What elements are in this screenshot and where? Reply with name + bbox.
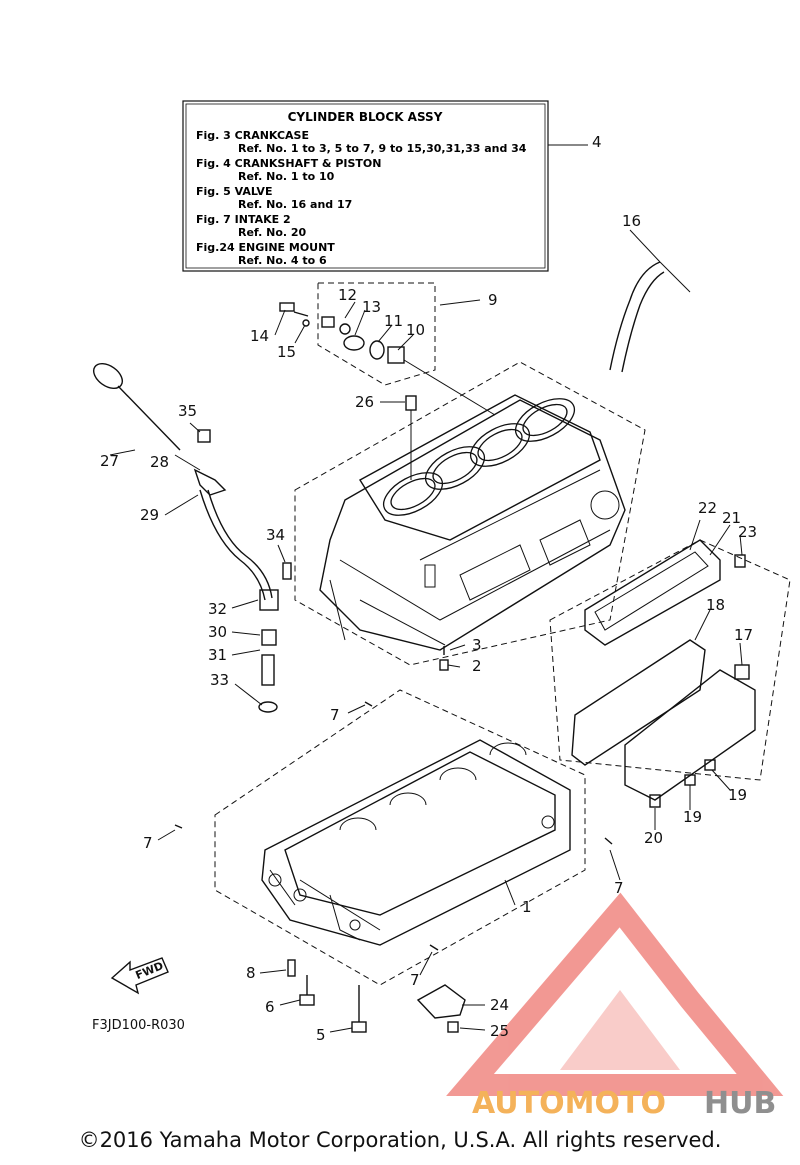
info-box-line: Fig.24 ENGINE MOUNT <box>196 241 335 254</box>
hose <box>405 261 665 480</box>
callout-18: 18 <box>706 596 725 614</box>
callout-27: 27 <box>100 452 119 470</box>
intake-cover <box>571 539 756 808</box>
figure-code: F3JD100-R030 <box>92 1018 185 1033</box>
callout-9: 9 <box>488 291 498 309</box>
info-box-line: Ref. No. 1 to 10 <box>238 170 335 183</box>
info-box-line: Fig. 3 CRANKCASE <box>196 129 309 142</box>
cylinder-block <box>319 394 626 651</box>
callout-7: 7 <box>143 834 153 852</box>
leader-lines <box>109 229 743 1033</box>
callout-28: 28 <box>150 453 169 471</box>
callout-33: 33 <box>210 671 229 689</box>
dipstick <box>92 362 292 713</box>
fwd-arrow-icon: FWD <box>110 957 169 995</box>
callout-12: 12 <box>338 286 357 304</box>
watermark-text-part2: HUB <box>704 1086 776 1121</box>
watermark-logo <box>446 892 784 1096</box>
callout-31: 31 <box>208 646 227 664</box>
watermark-text: AUTOMOTO HUB <box>472 1086 776 1121</box>
callout-16: 16 <box>622 212 641 230</box>
callout-6: 6 <box>265 998 275 1016</box>
callout-13: 13 <box>362 298 381 316</box>
callout-32: 32 <box>208 600 227 618</box>
callout-21: 21 <box>722 509 741 527</box>
info-box-line: Ref. No. 16 and 17 <box>238 198 352 211</box>
callout-26: 26 <box>355 393 374 411</box>
info-box: CYLINDER BLOCK ASSY Fig. 3 CRANKCASE Ref… <box>182 100 602 272</box>
small-parts-top <box>279 302 496 416</box>
callout-7: 7 <box>410 971 420 989</box>
callout-1: 1 <box>522 898 532 916</box>
callout-14: 14 <box>250 327 269 345</box>
info-box-title: CYLINDER BLOCK ASSY <box>288 110 443 124</box>
callout-7: 7 <box>330 706 340 724</box>
watermark-text-part1: AUTOMOTO <box>472 1086 666 1121</box>
callout-34: 34 <box>266 526 285 544</box>
callout-15: 15 <box>277 343 296 361</box>
assembly-outlines <box>214 282 791 986</box>
callout-20: 20 <box>644 829 663 847</box>
callout-30: 30 <box>208 623 227 641</box>
callout-25: 25 <box>490 1022 509 1040</box>
callout-label: 4 <box>592 133 602 151</box>
copyright-notice: ©2016 Yamaha Motor Corporation, U.S.A. A… <box>78 1128 722 1152</box>
callout-2: 2 <box>472 657 482 675</box>
info-box-line: Ref. No. 4 to 6 <box>238 254 327 267</box>
info-box-line: Ref. No. 1 to 3, 5 to 7, 9 to 15,30,31,3… <box>238 142 527 155</box>
callout-23: 23 <box>738 523 757 541</box>
callout-29: 29 <box>140 506 159 524</box>
callout-8: 8 <box>246 964 256 982</box>
callout-3: 3 <box>472 636 482 654</box>
callout-5: 5 <box>316 1026 326 1044</box>
crankcase-lower <box>261 739 571 946</box>
callout-22: 22 <box>698 499 717 517</box>
info-box-line: Ref. No. 20 <box>238 226 307 239</box>
callout-19: 19 <box>683 808 702 826</box>
callout-10: 10 <box>406 321 425 339</box>
callout-19: 19 <box>728 786 747 804</box>
info-box-line: Fig. 5 VALVE <box>196 185 272 198</box>
callout-7: 7 <box>614 879 624 897</box>
info-box-line: Fig. 4 CRANKSHAFT & PISTON <box>196 157 382 170</box>
fasteners <box>174 646 613 1033</box>
callout-24: 24 <box>490 996 509 1014</box>
callout-17: 17 <box>734 626 753 644</box>
callout-11: 11 <box>384 312 403 330</box>
callout-35: 35 <box>178 402 197 420</box>
callouts: 1 2 3 5 6 7 7 7 7 8 9 10 11 12 13 14 15 … <box>100 212 757 1044</box>
info-box-line: Fig. 7 INTAKE 2 <box>196 213 291 226</box>
